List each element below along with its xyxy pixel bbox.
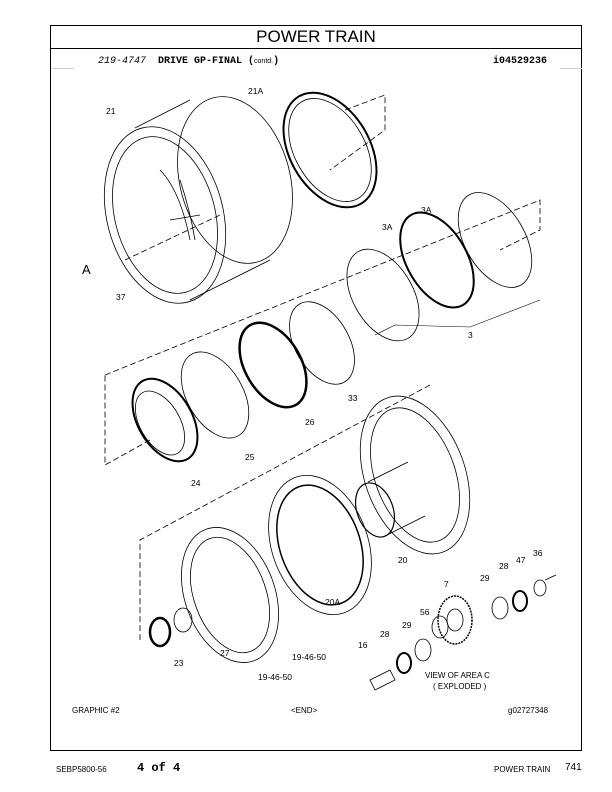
graphic-label: GRAPHIC #2 [72, 706, 120, 715]
divider [560, 68, 582, 69]
callout-3a: 3A [382, 222, 393, 232]
footer-section: POWER TRAIN [494, 765, 551, 774]
callout-19-46-50: 19-46-50 [258, 672, 293, 682]
end-label: <END> [291, 706, 318, 715]
divider [52, 68, 74, 69]
page-frame: POWER TRAIN [50, 25, 582, 751]
callout-7: 7 [444, 579, 449, 589]
callout-27: 27 [220, 648, 230, 658]
callout-20: 20 [398, 555, 408, 565]
callout-36: 36 [533, 548, 543, 558]
page-of: 4 of 4 [137, 761, 181, 775]
view-of-area-label: VIEW OF AREA C [425, 671, 490, 680]
part-name-text: DRIVE GP-FINAL [158, 56, 243, 67]
callout-24: 24 [191, 478, 201, 488]
callout-21: 21 [106, 106, 116, 116]
callout-29: 29 [480, 573, 490, 583]
section-title: POWER TRAIN [51, 26, 581, 49]
callout-3: 3 [468, 330, 473, 340]
contd-label: contd. [254, 58, 274, 65]
callout-16: 16 [358, 640, 368, 650]
part-number: 219-4747 [98, 56, 147, 67]
part-name: DRIVE GP-FINAL (contd.) [158, 56, 280, 67]
graphic-id: g02727348 [508, 706, 549, 715]
callout-25: 25 [245, 452, 255, 462]
callout-33: 33 [348, 393, 358, 403]
doc-number: SEBP5800-56 [56, 765, 107, 774]
callout-29: 29 [402, 620, 412, 630]
exploded-label: ( EXPLODED ) [433, 682, 487, 691]
callout-28: 28 [499, 561, 509, 571]
callout-56: 56 [420, 607, 430, 617]
callout-3a: 3A [421, 205, 432, 215]
callout-a: A [82, 262, 91, 277]
callout-23: 23 [174, 658, 184, 668]
callout-26: 26 [305, 417, 315, 427]
callout-28: 28 [380, 629, 390, 639]
housing-21 [103, 96, 293, 304]
callout-37: 37 [116, 292, 126, 302]
illustration-id: i04529236 [493, 56, 548, 67]
callout-19-46-50: 19-46-50 [292, 652, 327, 662]
page-number: 741 [565, 762, 582, 773]
callout-20a: 20A [325, 597, 341, 607]
callout-21a: 21A [248, 86, 264, 96]
callout-47: 47 [516, 555, 526, 565]
